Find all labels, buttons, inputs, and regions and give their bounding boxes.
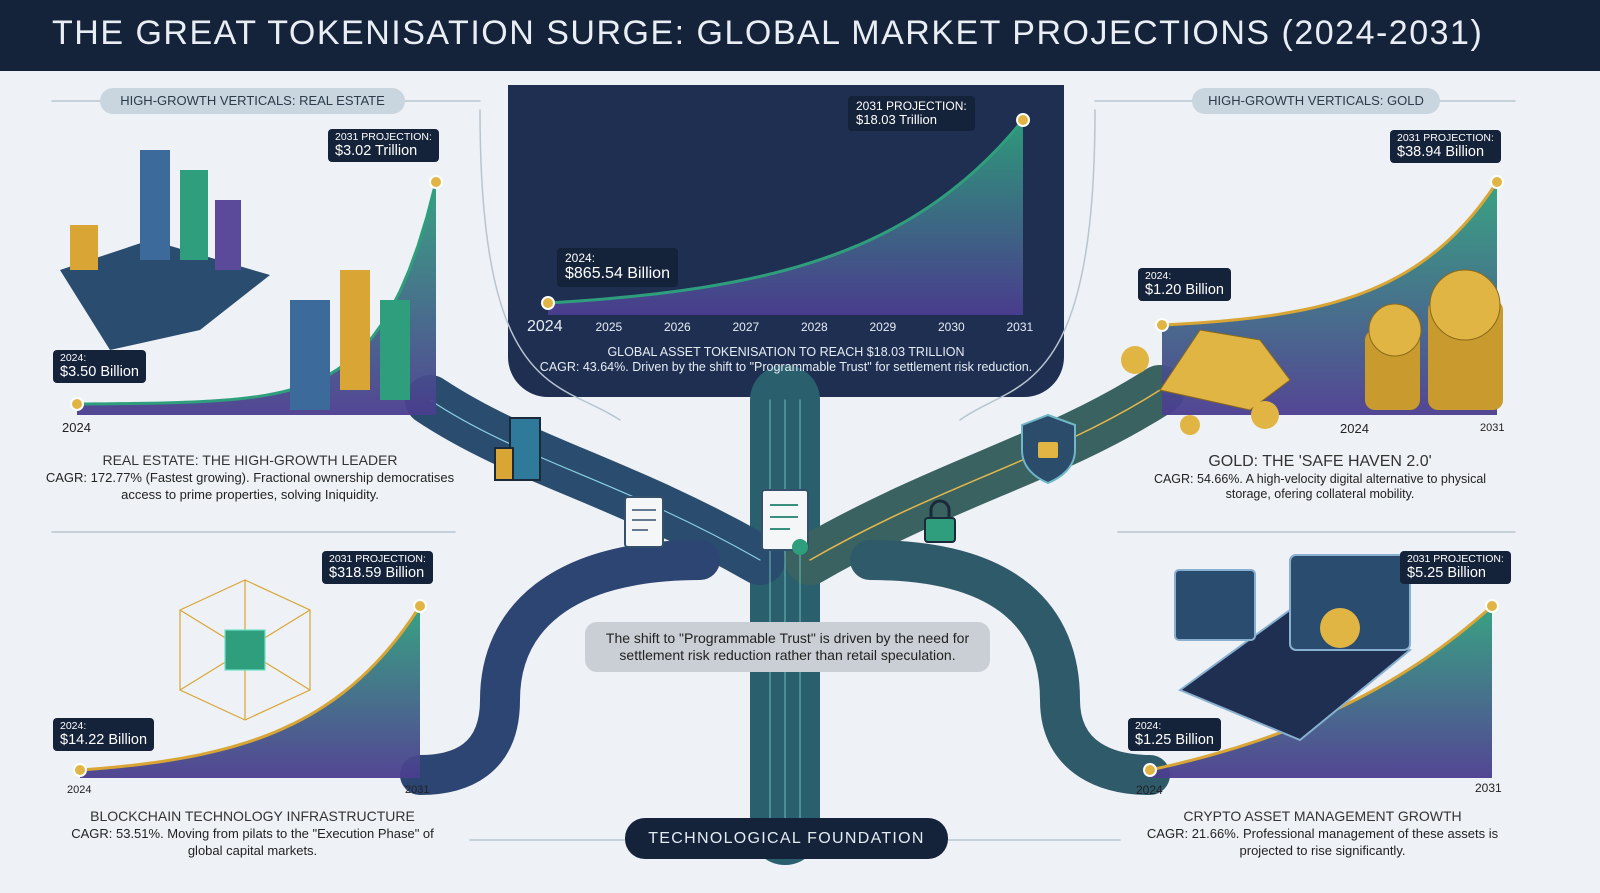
laptop-illustration xyxy=(1174,554,1413,742)
center-point-2024 xyxy=(541,296,555,310)
right-branch-path xyxy=(785,365,1185,585)
circuit-paths xyxy=(51,100,1516,865)
blockchain-callout-2031: 2031 PROJECTION:$318.59 Billion xyxy=(322,551,433,585)
center-year-tick: 2028 xyxy=(801,320,828,334)
center-year-tick: 2025 xyxy=(595,320,623,334)
center-year-tick: 2024 xyxy=(527,318,563,335)
crypto-point-2024 xyxy=(1143,763,1157,777)
gold-bars-illustration xyxy=(1121,329,1291,435)
blockchain-point-2031 xyxy=(413,599,427,613)
real-estate-callout-2031: 2031 PROJECTION:$3.02 Trillion xyxy=(328,129,439,163)
gold-point-2031 xyxy=(1490,175,1504,189)
crypto-year-start: 2024 xyxy=(1136,783,1163,797)
bitcoin-coins-illustration xyxy=(1365,269,1503,410)
network-illustration xyxy=(179,579,311,721)
crypto-callout-2024: 2024:$1.25 Billion xyxy=(1128,718,1221,752)
gold-callout-2031: 2031 PROJECTION:$38.94 Billion xyxy=(1390,130,1501,164)
real_estate-line xyxy=(76,181,438,406)
lock-icon xyxy=(924,499,956,543)
real_estate-point-2024 xyxy=(70,397,84,411)
shield-lock-icon xyxy=(1021,413,1076,485)
crypto-point-2031 xyxy=(1485,599,1499,613)
blockchain-callout-2024: 2024:$14.22 Billion xyxy=(53,718,155,752)
center-callout-2024: 2024:$865.54 Billion xyxy=(557,248,678,287)
gold-line xyxy=(1161,181,1499,327)
key-message-callout: The shift to "Programmable Trust" is dri… xyxy=(585,622,990,672)
center-description: GLOBAL ASSET TOKENISATION TO REACH $18.0… xyxy=(510,345,1062,375)
center-heading: GLOBAL ASSET TOKENISATION TO REACH $18.0… xyxy=(607,345,965,359)
real_estate-point-2031 xyxy=(429,175,443,189)
center-body: CAGR: 43.64%. Driven by the shift to "Pr… xyxy=(539,360,1033,374)
blockchain-line xyxy=(79,605,422,772)
center-year-tick: 2026 xyxy=(664,320,691,334)
cityscape-illustration xyxy=(60,150,410,410)
contract-icon xyxy=(624,496,664,548)
crypto-callout-2031: 2031 PROJECTION:$5.25 Billion xyxy=(1400,551,1511,585)
technological-foundation-label: TECHNOLOGICAL FOUNDATION xyxy=(625,818,948,859)
document-icon xyxy=(761,489,809,555)
page-title: THE GREAT TOKENISATION SURGE: GLOBAL MAR… xyxy=(52,14,1484,52)
blockchain-year-start: 2024 xyxy=(67,784,92,796)
blockchain-point-2024 xyxy=(73,763,87,777)
crypto-year-end: 2031 xyxy=(1475,781,1502,795)
gold-description: GOLD: THE 'SAFE HAVEN 2.0'CAGR: 54.66%. … xyxy=(1153,453,1487,501)
right-lower-path xyxy=(850,540,1170,795)
center-year-tick: 2030 xyxy=(938,320,965,334)
center-year-tick: 2031 xyxy=(1006,320,1034,334)
gold-point-2024 xyxy=(1155,318,1169,332)
left-lower-path xyxy=(400,540,720,795)
center-year-tick: 2029 xyxy=(869,320,897,334)
gold-year-end: 2031 xyxy=(1480,422,1505,434)
building-icon xyxy=(494,417,541,481)
crypto-area xyxy=(1150,606,1492,778)
center-area xyxy=(548,120,1023,315)
real-estate-callout-2024: 2024:$3.50 Billion xyxy=(53,350,146,384)
center-callout-2031: 2031 PROJECTION:$18.03 Trillion xyxy=(848,96,975,132)
gold-callout-2024: 2024:$1.20 Billion xyxy=(1138,268,1231,302)
blockchain-year-end: 2031 xyxy=(405,784,430,796)
center-point-2031 xyxy=(1016,113,1030,127)
header-bar xyxy=(0,0,1600,71)
center-line xyxy=(547,119,1025,305)
gold-year-start: 2024 xyxy=(1340,421,1369,436)
center-year-tick: 2027 xyxy=(732,320,760,334)
blockchain-area xyxy=(80,606,420,778)
real-estate-pill: HIGH-GROWTH VERTICALS: REAL ESTATE xyxy=(100,88,405,114)
gold-pill: HIGH-GROWTH VERTICALS: GOLD xyxy=(1192,88,1440,114)
real-estate-year-start: 2024 xyxy=(62,420,91,435)
